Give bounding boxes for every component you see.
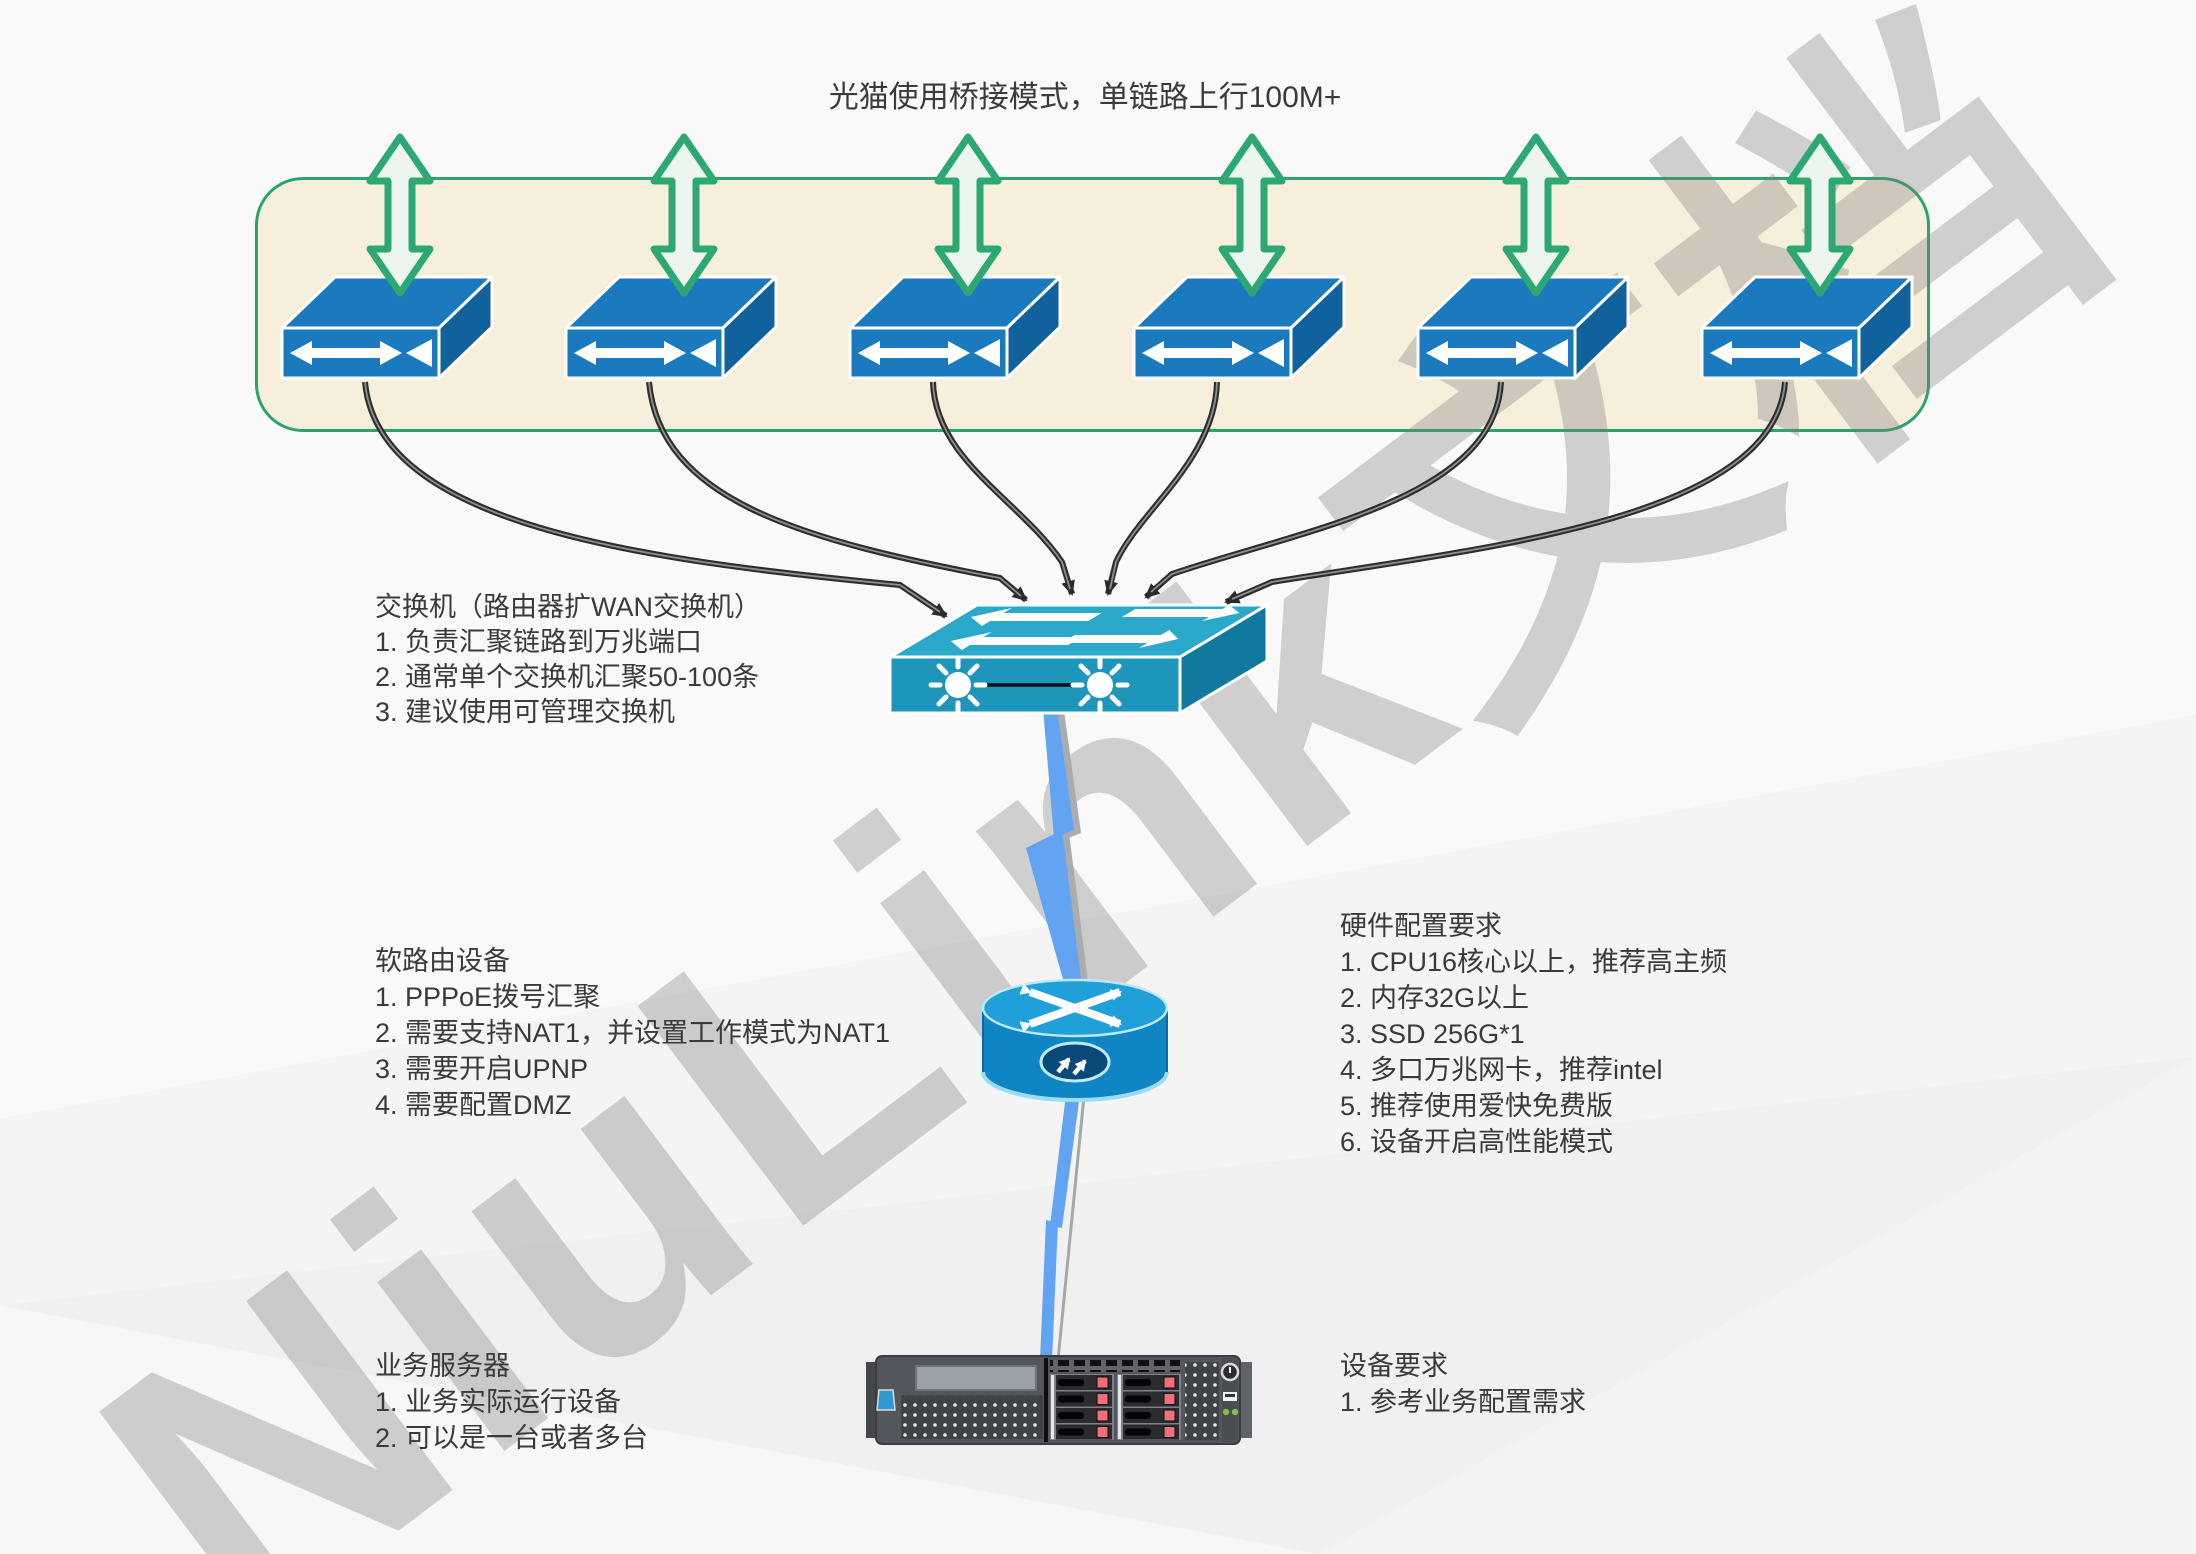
note-line: 3. 建议使用可管理交换机: [375, 697, 676, 727]
up-down-arrow-icon: [370, 137, 430, 293]
note-line: 2. 需要支持NAT1，并设置工作模式为NAT1: [375, 1018, 891, 1048]
up-down-arrow-icon: [938, 137, 998, 293]
modem-icon: [848, 275, 1062, 380]
status-led: [1231, 1408, 1239, 1416]
note-line: 2. 可以是一台或者多台: [375, 1423, 649, 1453]
server-icon: [866, 1355, 1252, 1445]
up-down-arrow-icon: [1790, 137, 1850, 293]
switch-note: 交换机（路由器扩WAN交换机） 1. 负责汇聚链路到万兆端口 2. 通常单个交换…: [375, 590, 761, 730]
switch-icon: [888, 603, 1269, 715]
note-line: 2. 内存32G以上: [1340, 983, 1530, 1013]
modem-icon: [280, 275, 494, 380]
drive-bays: [1050, 1374, 1181, 1440]
diagram-title: 光猫使用桥接模式，单链路上行100M+: [828, 81, 1342, 114]
note-line: 4. 多口万兆网卡，推荐intel: [1340, 1055, 1663, 1085]
lightning-link-icon: [1026, 708, 1089, 993]
note-line: 5. 推荐使用爱快免费版: [1340, 1091, 1614, 1121]
note-line: 交换机（路由器扩WAN交换机）: [375, 592, 761, 622]
hardware-requirements-note: 硬件配置要求 1. CPU16核心以上，推荐高主频 2. 内存32G以上 3. …: [1340, 908, 1727, 1160]
note-line: 软路由设备: [375, 946, 510, 976]
modem-icon: [1416, 275, 1630, 380]
modem-icon: [564, 275, 778, 380]
up-down-arrow-icon: [1222, 137, 1282, 293]
note-line: 1. CPU16核心以上，推荐高主频: [1340, 947, 1728, 977]
modem-group-panel: [255, 177, 1930, 432]
status-led: [1222, 1408, 1230, 1416]
modem-icon: [1132, 275, 1346, 380]
power-button-icon: [1220, 1362, 1240, 1382]
note-line: 6. 设备开启高性能模式: [1340, 1127, 1614, 1157]
note-line: 1. 参考业务配置需求: [1340, 1387, 1587, 1417]
note-line: 3. SSD 256G*1: [1340, 1019, 1525, 1049]
modem-icon: [1700, 275, 1914, 380]
note-line: 1. PPPoE拨号汇聚: [375, 982, 601, 1012]
modem-row: [280, 137, 1914, 380]
note-line: 业务服务器: [375, 1351, 510, 1381]
note-line: 2. 通常单个交换机汇聚50-100条: [375, 662, 760, 692]
note-line: 4. 需要配置DMZ: [375, 1090, 572, 1120]
note-line: 设备要求: [1340, 1351, 1448, 1381]
up-down-arrow-icon: [654, 137, 714, 293]
note-line: 1. 负责汇聚链路到万兆端口: [375, 627, 703, 657]
business-server-note: 业务服务器 1. 业务实际运行设备 2. 可以是一台或者多台: [375, 1348, 648, 1456]
note-line: 硬件配置要求: [1340, 911, 1502, 941]
router-icon: [981, 978, 1169, 1102]
note-line: 1. 业务实际运行设备: [375, 1387, 622, 1417]
soft-router-note: 软路由设备 1. PPPoE拨号汇聚 2. 需要支持NAT1，并设置工作模式为N…: [375, 943, 890, 1123]
up-down-arrow-icon: [1506, 137, 1566, 293]
device-requirements-note: 设备要求 1. 参考业务配置需求: [1340, 1348, 1586, 1420]
cable-arrow-icon: [362, 381, 1788, 619]
lightning-link-icon: [1040, 1094, 1086, 1362]
note-line: 3. 需要开启UPNP: [375, 1054, 589, 1084]
